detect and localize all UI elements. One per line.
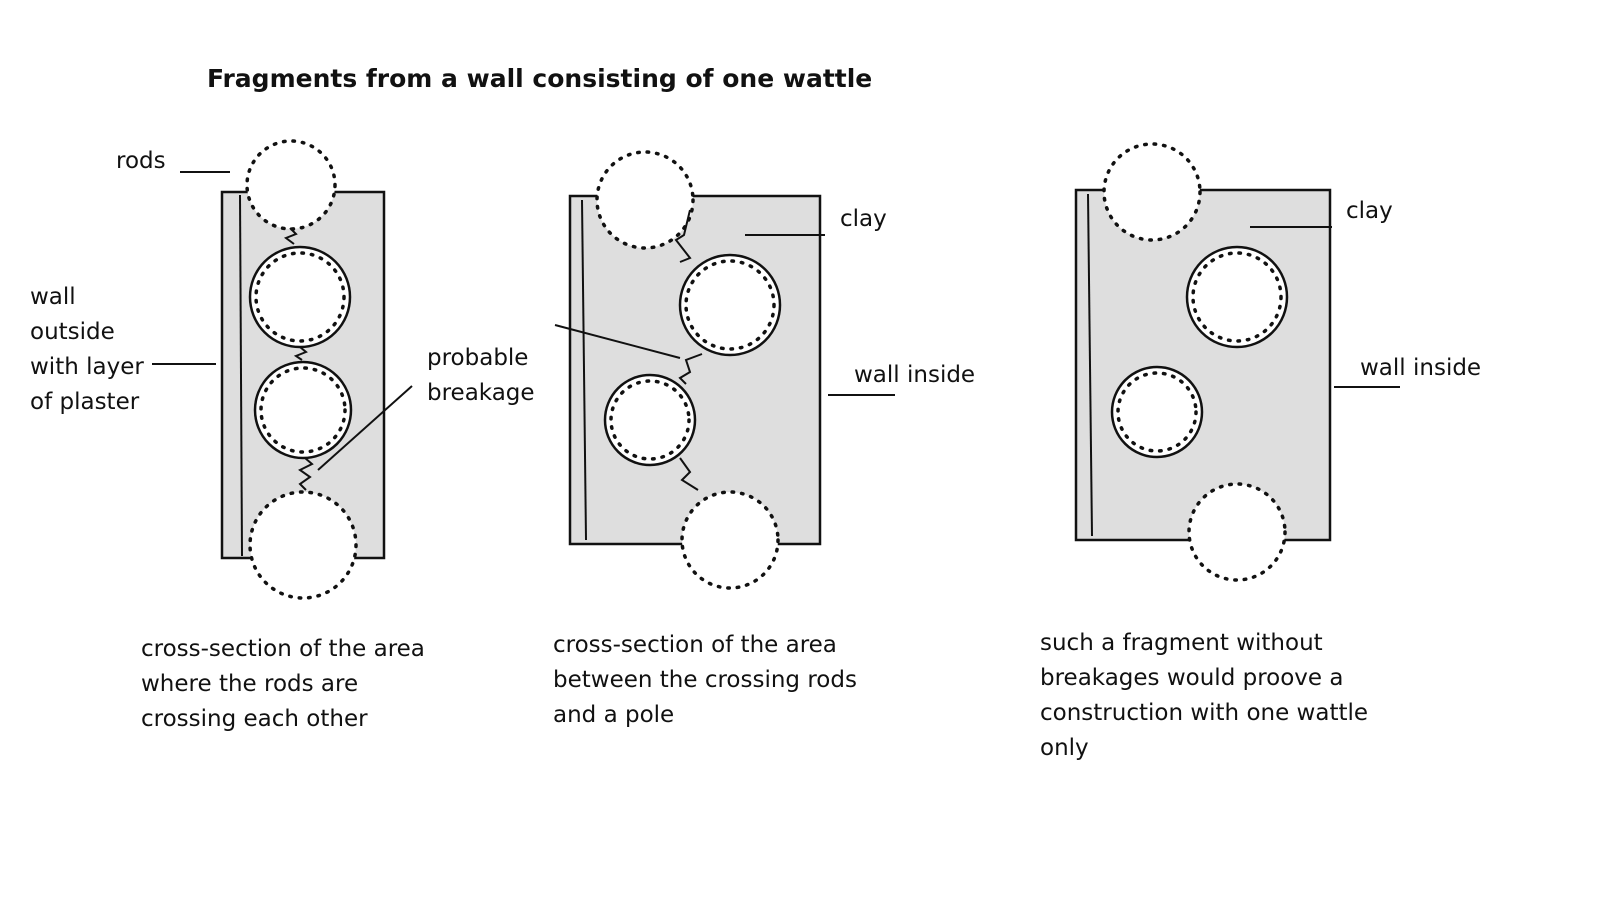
rod-hole <box>248 245 352 349</box>
fragment-2-cross-section <box>554 150 895 590</box>
rod-hole <box>678 253 782 357</box>
rod-hole <box>1185 245 1289 349</box>
label-clay-2: clay <box>840 206 887 232</box>
breakage-pointer <box>317 385 413 471</box>
fragment-1-cross-section <box>152 139 413 600</box>
breakage-zigzag <box>283 227 298 245</box>
label-line: of plaster <box>30 389 140 415</box>
breakage-zigzag <box>674 209 692 263</box>
caption-3: such a fragment without breakages would … <box>1040 626 1368 766</box>
caption-line: breakages would proove a <box>1040 665 1344 691</box>
rod-dotted <box>1102 142 1202 242</box>
rod-dotted <box>680 490 780 590</box>
rod-dotted <box>595 150 695 250</box>
caption-line: between the crossing rods <box>553 667 857 693</box>
caption-line: cross-section of the area <box>553 632 837 658</box>
rod-dotted <box>248 490 358 600</box>
label-wall-outside: wall outside with layer of plaster <box>30 280 144 420</box>
label-rods: rods <box>116 148 166 174</box>
plaster-layer-line <box>581 199 587 541</box>
label-line: breakage <box>427 380 535 406</box>
label-line: probable <box>427 345 529 371</box>
caption-line: only <box>1040 735 1089 761</box>
rod-hole <box>603 373 697 467</box>
fragment-3-cross-section <box>1074 142 1400 582</box>
caption-line: construction with one wattle <box>1040 700 1369 726</box>
caption-2: cross-section of the area between the cr… <box>553 628 857 733</box>
label-line: outside <box>30 319 115 345</box>
caption-line: crossing each other <box>141 706 368 732</box>
breakage-zigzag <box>298 457 314 491</box>
plaster-layer-line <box>1087 193 1093 537</box>
rod-hole <box>253 360 353 460</box>
diagram-title: Fragments from a wall consisting of one … <box>207 64 873 93</box>
caption-line: and a pole <box>553 702 675 728</box>
clay-body <box>1074 188 1332 542</box>
plaster-layer-line <box>239 194 243 557</box>
label-probable-breakage: probable breakage <box>427 341 535 411</box>
label-clay-3: clay <box>1346 198 1393 224</box>
label-wall-inside-3: wall inside <box>1360 355 1482 381</box>
clay-body <box>568 194 822 546</box>
label-wall-inside-2: wall inside <box>854 362 976 388</box>
caption-line: such a fragment without <box>1040 630 1323 656</box>
caption-1: cross-section of the area where the rods… <box>141 632 425 737</box>
breakage-zigzag <box>293 346 308 361</box>
rod-hole <box>1110 365 1204 459</box>
rod-dotted <box>1187 482 1287 582</box>
breakage-pointer <box>554 324 681 359</box>
breakage-zigzag <box>679 457 699 491</box>
caption-line: cross-section of the area <box>141 636 425 662</box>
breakage-zigzag <box>678 353 703 385</box>
label-line: with layer <box>30 354 144 380</box>
caption-line: where the rods are <box>141 671 359 697</box>
rod-dotted <box>245 139 337 231</box>
label-line: wall <box>30 284 76 310</box>
